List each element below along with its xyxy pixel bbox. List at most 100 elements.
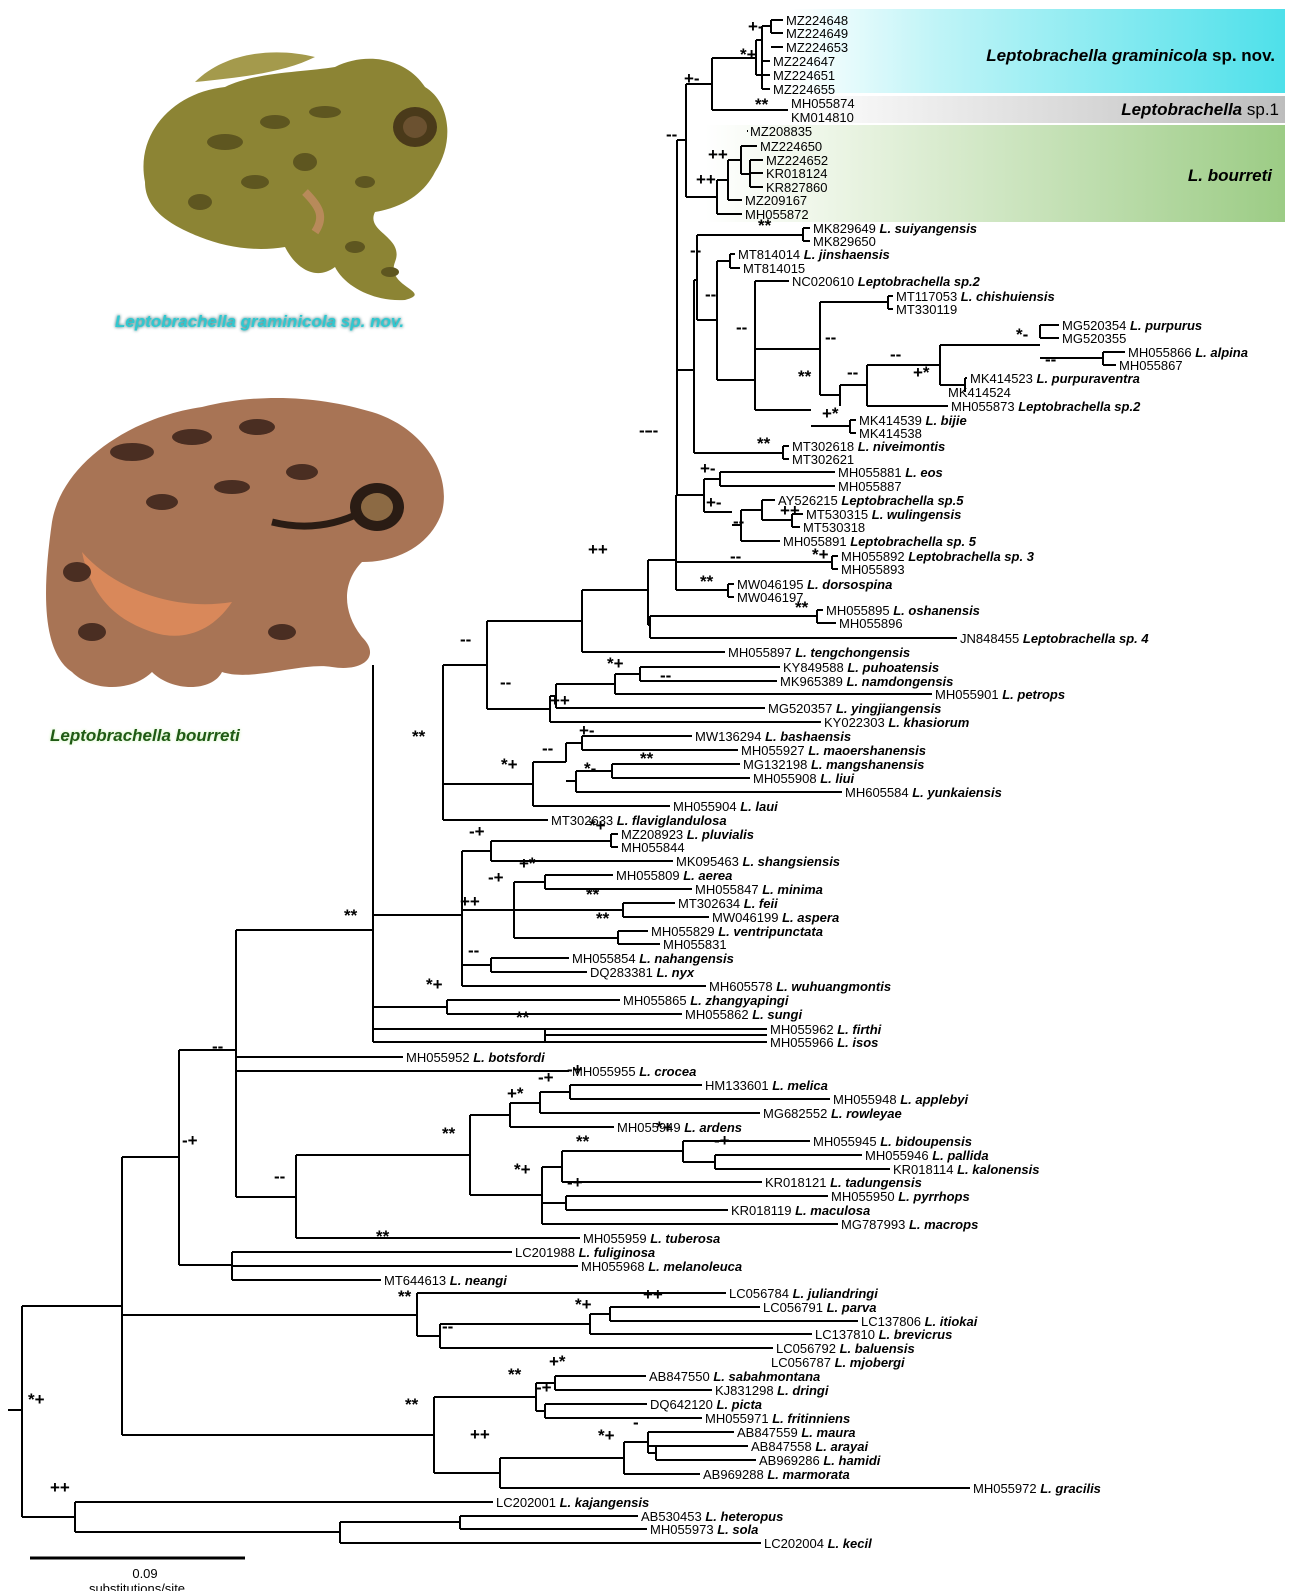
tip-accession: MH605584 <box>845 785 909 800</box>
tip-accession: MH055872 <box>745 207 809 222</box>
tip-species: L. dringi <box>774 1383 829 1398</box>
tip-species: L. oshanensis <box>890 603 980 618</box>
support-value: -- <box>890 345 901 364</box>
tip-label: KY849588 L. puhoatensis <box>783 660 939 675</box>
tip-accession: MZ224650 <box>760 139 822 154</box>
tip-species: L. bashaensis <box>761 729 851 744</box>
tip-label: LC056791 L. parva <box>763 1300 876 1315</box>
tip-label: LC056787 L. mjobergi <box>771 1355 905 1370</box>
tip-accession: MK414524 <box>948 385 1011 400</box>
tip-accession: MH055844 <box>621 840 685 855</box>
support-value: *+ <box>589 816 606 835</box>
tip-species: L. nahangensis <box>636 951 734 966</box>
support-value: -- <box>733 512 744 531</box>
support-value: ** <box>798 367 812 386</box>
tip-accession: MH055873 <box>951 399 1015 414</box>
tip-species: L. juliandringi <box>789 1286 878 1301</box>
support-value: -+ <box>536 1378 552 1397</box>
tip-species: L. puhoatensis <box>844 660 939 675</box>
tip-label: DQ642120 L. picta <box>650 1397 762 1412</box>
tip-label: KR018124 <box>766 166 827 181</box>
tip-accession: MH055893 <box>841 562 905 577</box>
tip-species: L. hamidi <box>820 1453 881 1468</box>
tip-species: L. pyrrhops <box>895 1189 970 1204</box>
tip-accession: MH055945 <box>813 1134 877 1149</box>
support-value: -- <box>442 1317 453 1336</box>
support-value: ** <box>442 1124 456 1143</box>
tip-label: MT302633 L. flaviglandulosa <box>551 813 727 828</box>
tip-label: MH055955 L. crocea <box>572 1064 696 1079</box>
tip-label: MH055950 L. pyrrhops <box>831 1189 970 1204</box>
tip-accession: AB969288 <box>703 1467 764 1482</box>
tip-accession: MZ208835 <box>750 124 812 139</box>
tip-accession: NC020610 <box>792 274 854 289</box>
tip-species: L. picta <box>713 1397 762 1412</box>
tip-species: L. gracilis <box>1037 1481 1101 1496</box>
tip-species: L. yingjiangensis <box>832 701 941 716</box>
tip-accession: KJ831298 <box>715 1383 774 1398</box>
frog-photo-bourreti <box>22 372 462 717</box>
tip-label: KM014810 <box>791 110 854 125</box>
tip-label: AB847559 L. maura <box>737 1425 856 1440</box>
tip-label: KJ831298 L. dringi <box>715 1383 829 1398</box>
tip-species: L. aspera <box>778 910 839 925</box>
tip-label: MH055948 L. applebyi <box>833 1092 969 1107</box>
support-value: -- <box>736 318 747 337</box>
tip-accession: KM014810 <box>791 110 854 125</box>
tip-accession: AB847550 <box>649 1369 710 1384</box>
tip-label: MH055966 L. isos <box>770 1035 878 1050</box>
tip-accession: LC201988 <box>515 1245 575 1260</box>
tip-species: L. wuhuangmontis <box>773 979 891 994</box>
support-value: -- <box>660 666 671 685</box>
support-value: ** <box>755 95 769 114</box>
tip-accession: MG520357 <box>768 701 832 716</box>
tip-accession: MG682552 <box>763 1106 827 1121</box>
tip-label: AB969286 L. hamidi <box>759 1453 881 1468</box>
support-value: ** <box>412 727 426 746</box>
support-value: *+ <box>575 1295 592 1314</box>
tip-accession: MH055904 <box>673 799 737 814</box>
tip-species: L. mjobergi <box>831 1355 905 1370</box>
tip-label: MH055831 <box>663 937 727 952</box>
tip-accession: MH055809 <box>616 868 680 883</box>
support-value: -+ <box>488 868 504 887</box>
tip-accession: MH055862 <box>685 1007 749 1022</box>
tip-species: Leptobrachella sp.2 <box>1015 399 1141 414</box>
tip-accession: LC202001 <box>496 1495 556 1510</box>
tip-accession: MT302634 <box>678 896 740 911</box>
tip-accession: LC056784 <box>729 1286 789 1301</box>
tip-accession: MZ224653 <box>786 40 848 55</box>
support-value: -- <box>666 125 677 144</box>
tip-species: Leptobrachella sp.5 <box>838 493 964 508</box>
tip-accession: MK414523 <box>970 371 1033 386</box>
tip-species: L. jinshaensis <box>800 247 890 262</box>
tip-label: MT530318 <box>803 520 865 535</box>
support-value: ++ <box>50 1478 70 1497</box>
tip-label: MZ224653 <box>786 40 848 55</box>
tip-label: MH605578 L. wuhuangmontis <box>709 979 891 994</box>
support-value: *- <box>584 759 596 778</box>
tip-label: MZ208835 <box>750 124 812 139</box>
tip-species: L. ventripunctata <box>715 924 823 939</box>
tip-accession: AB847558 <box>751 1439 812 1454</box>
tip-label: MZ224655 <box>773 82 835 97</box>
tip-species: L. melanoleuca <box>645 1259 743 1274</box>
tip-label: LC056792 L. baluensis <box>776 1341 915 1356</box>
tip-accession: MZ224647 <box>773 54 835 69</box>
tip-label: MH055959 L. tuberosa <box>583 1231 720 1246</box>
support-value: -+ <box>469 822 485 841</box>
tip-accession: DQ642120 <box>650 1397 713 1412</box>
tip-label: MZ224650 <box>760 139 822 154</box>
support-value: *+ <box>501 755 518 774</box>
tip-label: LC202001 L. kajangensis <box>496 1495 649 1510</box>
support-value: ++ <box>460 892 480 911</box>
tip-label: DQ283381 L. nyx <box>590 965 695 980</box>
tip-accession: MZ224655 <box>773 82 835 97</box>
tip-accession: JN848455 <box>960 631 1019 646</box>
tip-label: MH055927 L. maoershanensis <box>741 743 926 758</box>
support-value: -+ <box>714 1131 730 1150</box>
support-value: -- <box>542 739 553 758</box>
tip-label: JN848455 Leptobrachella sp. 4 <box>960 631 1149 646</box>
caption-graminicola: Leptobrachella graminicola sp. nov. <box>115 312 404 332</box>
tip-species: L. aerea <box>680 868 733 883</box>
